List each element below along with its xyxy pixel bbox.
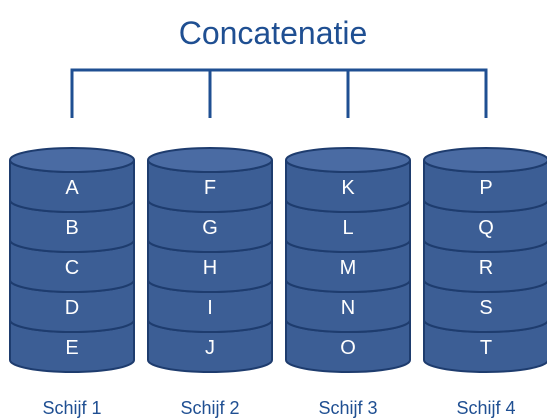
disk-block-label: Q xyxy=(478,217,494,239)
disk-label: Schijf 1 xyxy=(42,398,101,418)
disk-block-label: L xyxy=(342,217,353,239)
disk-block-label: I xyxy=(207,297,213,319)
disk-3-top-cap xyxy=(285,147,411,173)
disk-block-label: T xyxy=(480,337,492,359)
disk-block-label: J xyxy=(205,337,215,359)
disk-4-top-cap xyxy=(423,147,547,173)
disk-block-label: C xyxy=(65,257,79,279)
disk-label: Schijf 2 xyxy=(180,398,239,418)
disk-block-label: H xyxy=(203,257,217,279)
connector-bracket xyxy=(70,68,488,118)
disk-2-top-cap xyxy=(147,147,273,173)
disk-block-label: N xyxy=(341,297,355,319)
disk-block-label: A xyxy=(65,177,79,199)
diagram-title: Concatenatie xyxy=(179,15,368,51)
disk-block-label: P xyxy=(479,177,492,199)
disk-block-label: G xyxy=(202,217,218,239)
disk-label: Schijf 3 xyxy=(318,398,377,418)
disk-block-label: D xyxy=(65,297,79,319)
disk-block-label: O xyxy=(340,337,356,359)
disk-block-label: M xyxy=(340,257,357,279)
disk-block-label: K xyxy=(341,177,355,199)
disk-block-label: R xyxy=(479,257,493,279)
disk-label: Schijf 4 xyxy=(456,398,515,418)
disk-block-label: F xyxy=(204,177,216,199)
disk-block-label: E xyxy=(65,337,78,359)
disk-1-top-cap xyxy=(9,147,135,173)
disk-block-label: S xyxy=(479,297,492,319)
disk-block-label: B xyxy=(65,217,78,239)
